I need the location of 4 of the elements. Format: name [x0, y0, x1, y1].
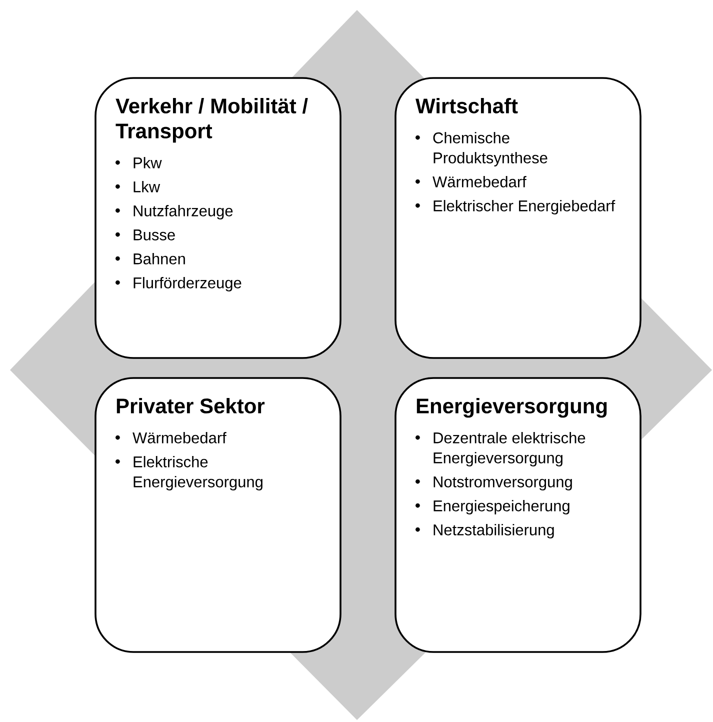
category-box: Verkehr / Mobilität / Transport Pkw Lkw Nutzfahrzeuge Busse Bahnen Flurförderzeuge [94, 77, 342, 359]
category-box: Energieversorgung Dezentrale elektrische Energieversorgung Notstromversorgung Energiespeicherung Netzstabilisierung [394, 377, 642, 653]
category-box: Wirtschaft Chemische Produktsynthese Wärmebedarf Elektrischer Energiebedarf [394, 77, 642, 359]
category-box: Privater Sektor Wärmebedarf Elektrische Energieversorgung [94, 377, 342, 653]
